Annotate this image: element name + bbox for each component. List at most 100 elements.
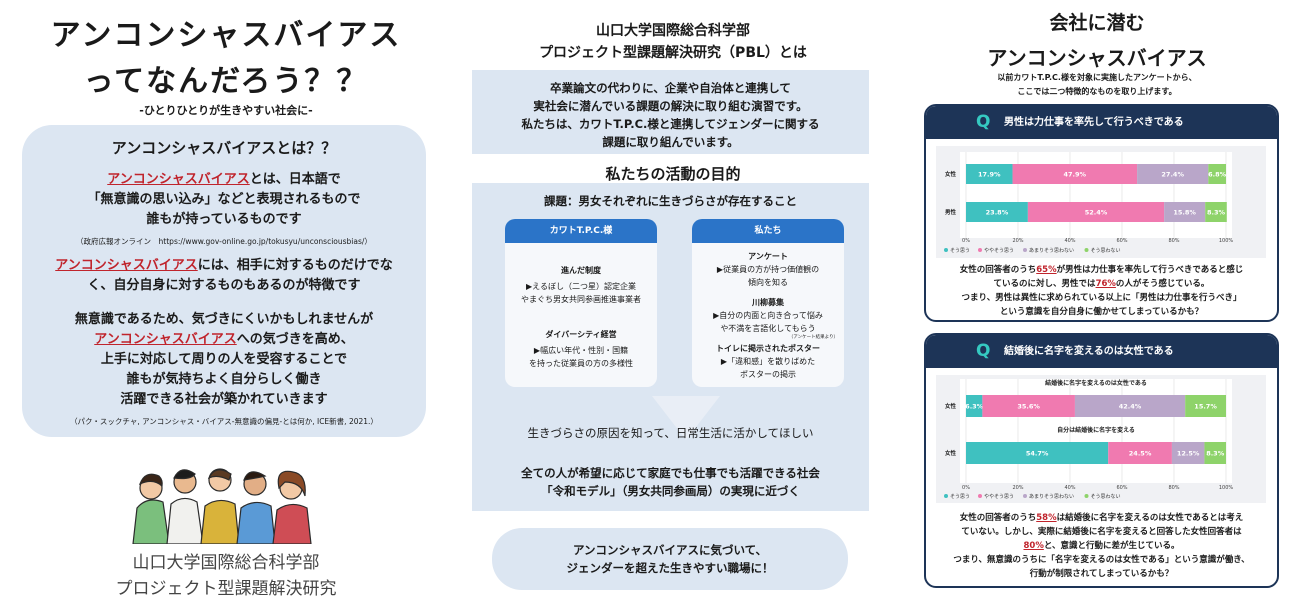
survey-sub-line2: ここでは二つ特徴的なものを取り上げます。	[1017, 87, 1177, 96]
our-team-card-header: 私たち	[692, 219, 844, 243]
intro-line: 実社会に潜んでいる課題の解決に取り組む演習です。	[533, 99, 808, 113]
category-label: 女性	[945, 402, 957, 410]
answer-highlight: 58%	[1036, 513, 1057, 523]
intro-line: 課題に取り組んでいます。	[602, 135, 739, 149]
our-team-card-text: ▶「違和感」を散りばめた	[720, 357, 816, 366]
bar-segment	[966, 202, 1028, 222]
question1-header: Q 男性は力仕事を率先して行うべきである	[926, 106, 1277, 139]
legend-marker	[978, 248, 982, 252]
call-line1: アンコンシャスバイアスに気づいて、	[572, 543, 768, 557]
question1-box: Q 男性は力仕事を率先して行うべきである 0%20%40%60%80%100%女…	[924, 104, 1279, 322]
question1-text: 男性は力仕事を率先して行うべきである	[1004, 117, 1184, 128]
data-label: 8.3%	[1207, 209, 1226, 217]
main-title-line2: ってなんだろう？？	[83, 64, 369, 99]
survey-title-line1: 会社に潜む	[1049, 12, 1145, 34]
term-highlight: アンコンシャスバイアス	[107, 172, 250, 187]
issue-text: 課題：男女それぞれに生きづらさが存在すること	[544, 194, 797, 208]
data-label: 54.7%	[1026, 450, 1049, 458]
answer-text: 女性の回答者のうち	[959, 513, 1037, 523]
definition-bubble: アンコンシャスバイアスとは？？ アンコンシャスバイアスとは、日本語で 「無意識の…	[22, 125, 426, 437]
bar-segment	[1012, 164, 1138, 184]
answer-text: と、意識と行動に差が生じている。	[1043, 541, 1180, 551]
org-name-line1: 山口大学国際総合科学部	[132, 553, 320, 573]
pbl-title-line1: 山口大学国際総合科学部	[596, 23, 750, 39]
x-tick-label: 20%	[1012, 485, 1023, 491]
data-label: 47.9%	[1064, 171, 1087, 179]
main-title-line1: アンコンシャスバイアス	[50, 18, 402, 53]
legend-label: そう思う	[950, 247, 970, 254]
legend-label: そう思わない	[1091, 493, 1121, 500]
data-label: 15.7%	[1194, 403, 1217, 411]
awareness-line1: 無意識であるため、気づきにくいかもしれませんが	[74, 312, 374, 327]
answer-text: の人がそう感じている。	[1115, 279, 1210, 289]
chart2-svg: 0%20%40%60%80%100%結婚後に名字を変えるのは女性である自分は結婚…	[944, 379, 1233, 500]
term-highlight: アンコンシャスバイアス	[55, 258, 198, 273]
bar-segment	[1204, 442, 1226, 464]
data-label: 52.4%	[1085, 209, 1108, 217]
data-label: 6.3%	[965, 403, 984, 411]
purpose-heading: 私たちの活動の目的	[605, 165, 741, 183]
bar-segment	[1027, 202, 1165, 222]
answer-text: 女性の回答者のうち	[959, 265, 1037, 275]
company-card-heading: 進んだ制度	[561, 266, 601, 275]
our-team-card-text: ▶自分の内面と向き合って悩み	[713, 311, 823, 320]
our-team-card-heading: 川柳募集	[752, 298, 784, 307]
company-card-text: ▶幅広い年代・性別・国籍	[533, 346, 629, 355]
awareness-line3: 上手に対応して周りの人を受容することで	[100, 352, 348, 367]
bar-segment	[1108, 442, 1172, 464]
x-tick-label: 80%	[1168, 238, 1179, 244]
down-arrow-icon	[652, 396, 720, 440]
answer2-line3: 80%と、意識と行動に差が生じている。	[926, 539, 1277, 553]
definition-line1: アンコンシャスバイアスとは、日本語で	[22, 171, 426, 189]
answer-highlight: 80%	[1023, 541, 1044, 551]
q-icon: Q	[976, 341, 991, 361]
data-label: 15.8%	[1173, 209, 1196, 217]
source-note1: （政府広報オンライン https://www.gov-online.go.jp/…	[76, 237, 372, 246]
our-team-card: 私たち アンケート ▶従業員の方が持つ価値観の 傾向を知る 川柳募集 ▶自分の内…	[692, 219, 844, 387]
answer1-line1: 女性の回答者のうち65%が男性は力仕事を率先して行うべきであると感じ	[926, 263, 1277, 277]
bar-segment	[1137, 164, 1209, 184]
bar-segment	[1208, 164, 1226, 184]
category-label: 女性	[945, 449, 957, 457]
bar-segment	[1074, 395, 1186, 417]
bar-segment	[966, 164, 1013, 184]
legend-label: そう思う	[950, 493, 970, 500]
answer-highlight: 76%	[1095, 279, 1116, 289]
data-label: 35.6%	[1017, 403, 1040, 411]
legend-marker	[944, 248, 948, 252]
goal-line1: 全ての人が希望に応じて家庭でも仕事でも活躍できる社会	[521, 466, 820, 480]
source-note2: （パク・スックチャ, アンコンシャス・バイアス-無意識の偏見-とは何か, ICE…	[70, 417, 378, 426]
data-label: 6.8%	[1208, 171, 1227, 179]
legend-marker	[1023, 494, 1027, 498]
people-illustration	[132, 468, 312, 544]
x-tick-label: 60%	[1116, 485, 1127, 491]
company-card: カワトT.P.C.様 進んだ制度 ▶えるぼし（二つ星）認定企業 やまぐち男女共同…	[505, 219, 657, 387]
our-team-card-note: （アンケート結果より）	[788, 335, 838, 340]
our-team-card-heading: アンケート	[748, 252, 788, 261]
answer-text: が男性は力仕事を率先して行うべきであると感じ	[1056, 265, 1244, 275]
legend-label: ややそう思う	[984, 493, 1014, 500]
survey-title-line2: アンコンシャスバイアス	[987, 46, 1207, 70]
company-card-heading: ダイバーシティ経営	[545, 330, 617, 339]
x-tick-label: 0%	[962, 485, 970, 491]
category-label: 男性	[945, 208, 957, 216]
answer1-line4: という意識を自分自身に働かせてしまっているかも？	[999, 307, 1204, 317]
company-card-text: ▶えるぼし（二つ星）認定企業	[526, 282, 636, 291]
pbl-title-line2: プロジェクト型課題解決研究（PBL）とは	[539, 45, 807, 61]
x-tick-label: 40%	[1064, 485, 1075, 491]
bar-segment	[966, 395, 983, 417]
legend-label: そう思わない	[1091, 247, 1121, 254]
feature-text: には、相手に対するものだけでな	[197, 258, 393, 273]
bar-segment	[1164, 202, 1206, 222]
hope-text: 生きづらさの原因を知って、日常生活に活かしてほしい	[527, 426, 814, 440]
company-card-header: カワトT.P.C.様	[505, 219, 657, 243]
x-tick-label: 40%	[1064, 238, 1075, 244]
call-line2: ジェンダーを超えた生きやすい職場に！	[566, 561, 774, 575]
answer2-line1: 女性の回答者のうち58%は結婚後に名字を変えるのは女性であるとは考え	[926, 511, 1277, 525]
middle-column: 山口大学国際総合科学部 プロジェクト型課題解決研究（PBL）とは 卒業論文の代わ…	[463, 0, 883, 610]
data-label: 12.5%	[1177, 450, 1200, 458]
intro-line: 私たちは、カワトT.P.C.様と連携してジェンダーに関する	[521, 117, 820, 131]
category-label: 女性	[945, 170, 957, 178]
question2-text: 結婚後に名字を変えるのは女性である	[1004, 346, 1174, 357]
awareness-line5: 活躍できる社会が築かれていきます	[120, 392, 328, 407]
